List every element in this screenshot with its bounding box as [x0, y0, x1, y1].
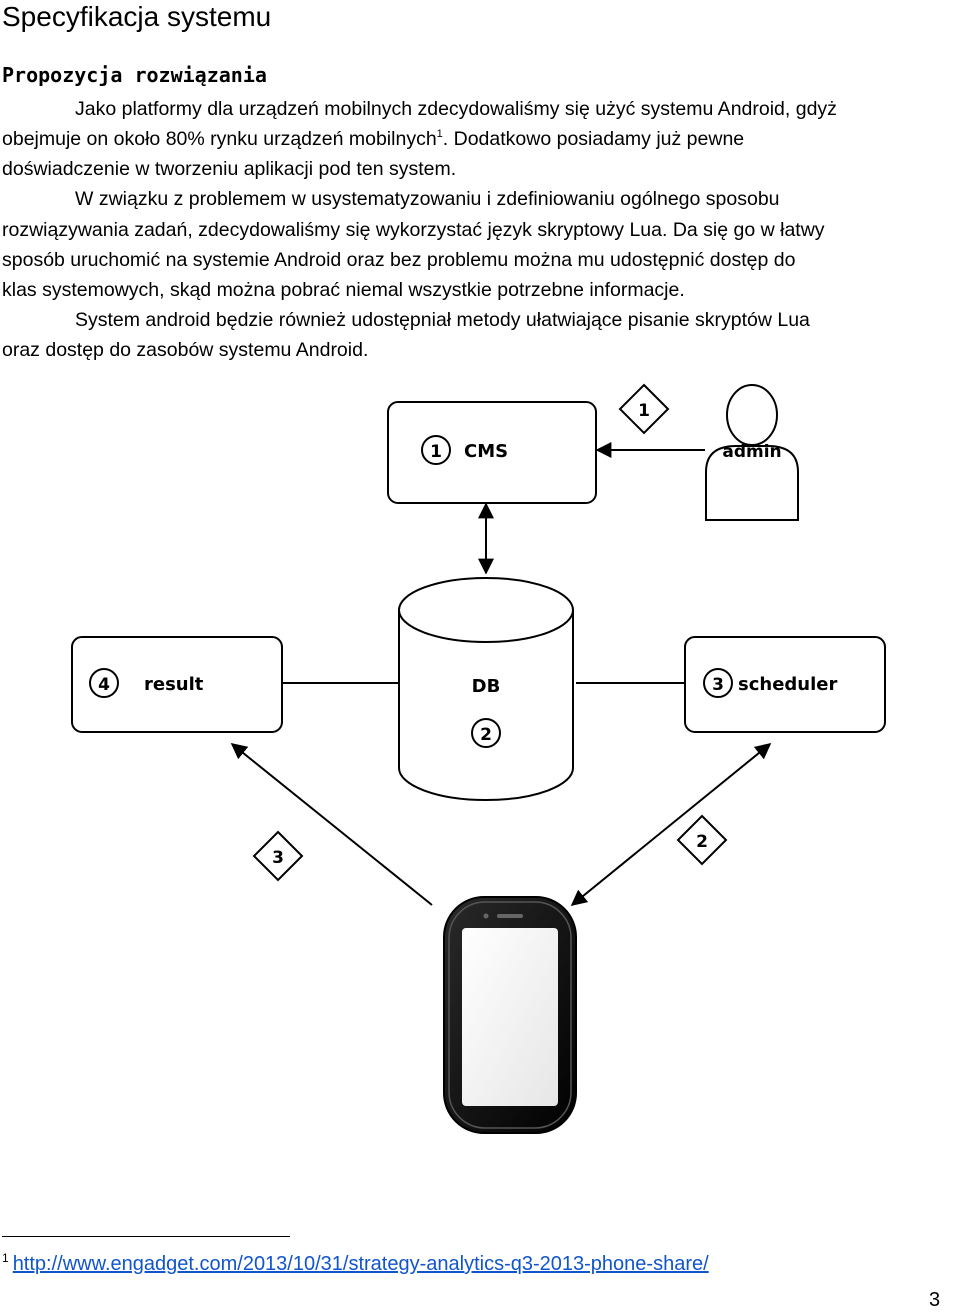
db-number: 2 — [480, 725, 492, 745]
cms-node: 1 CMS — [387, 401, 597, 504]
footnote-link[interactable]: http://www.engadget.com/2013/10/31/strat… — [12, 1253, 709, 1275]
result-label: result — [144, 674, 204, 695]
scheduler-number: 3 — [712, 675, 724, 695]
smartphone-icon — [443, 896, 577, 1134]
diamond-badge: 1 — [618, 383, 670, 435]
diamond-number: 1 — [638, 401, 650, 421]
page-number: 3 — [929, 1289, 941, 1311]
admin-head-icon — [726, 384, 778, 446]
paragraph-line: System android będzie również udostępnia… — [75, 309, 810, 331]
paragraph-line: Jako platformy dla urządzeń mobilnych zd… — [75, 98, 837, 120]
admin-body-icon — [705, 445, 799, 521]
footnote-marker: 1 — [2, 1251, 9, 1265]
diamond-number: 3 — [272, 848, 284, 868]
footnote-divider — [2, 1236, 290, 1237]
footnote-ref[interactable]: 1 — [436, 128, 443, 140]
paragraph-text: obejmuje on około 80% rynku urządzeń mob… — [2, 128, 437, 150]
paragraph-line: sposób uruchomić na systemie Android ora… — [2, 249, 796, 271]
result-number: 4 — [98, 675, 110, 695]
paragraph-line: rozwiązywania zadań, zdecydowaliśmy się … — [2, 219, 825, 241]
paragraph-text: . Dodatkowo posiadamy już pewne — [442, 128, 745, 150]
diamond-badge: 2 — [676, 814, 728, 866]
section-title: Propozycja rozwiązania — [2, 63, 267, 87]
diamond-number: 2 — [696, 832, 708, 852]
connector-phone-scheduler — [570, 742, 772, 907]
paragraph-line: oraz dostęp do zasobów systemu Android. — [2, 339, 369, 361]
page-title: Specyfikacja systemu — [2, 1, 272, 32]
admin-label: admin — [722, 442, 781, 462]
result-node: 4 result — [71, 636, 283, 733]
paragraph-line: klas systemowych, skąd można pobrać niem… — [2, 279, 685, 301]
connector-phone-result — [230, 742, 433, 906]
paragraph-line: obejmuje on około 80% rynku urządzeń mob… — [2, 124, 744, 154]
result-number-circle — [89, 668, 119, 698]
paragraph-line: doświadczenie w tworzeniu aplikacji pod … — [2, 158, 457, 180]
db-label: DB — [472, 676, 501, 697]
paragraph-line: W związku z problemem w usystematyzowani… — [75, 188, 780, 210]
admin-actor: admin — [705, 384, 799, 521]
scheduler-node: 3 scheduler — [684, 636, 886, 733]
cms-label: CMS — [464, 441, 508, 462]
db-number-circle — [471, 718, 501, 748]
scheduler-number-circle — [703, 668, 733, 698]
cms-number-circle — [421, 435, 451, 465]
scheduler-label: scheduler — [738, 674, 837, 695]
db-node: DB 2 — [398, 577, 574, 801]
diamond-badge: 3 — [252, 830, 304, 882]
cms-number: 1 — [430, 442, 442, 462]
